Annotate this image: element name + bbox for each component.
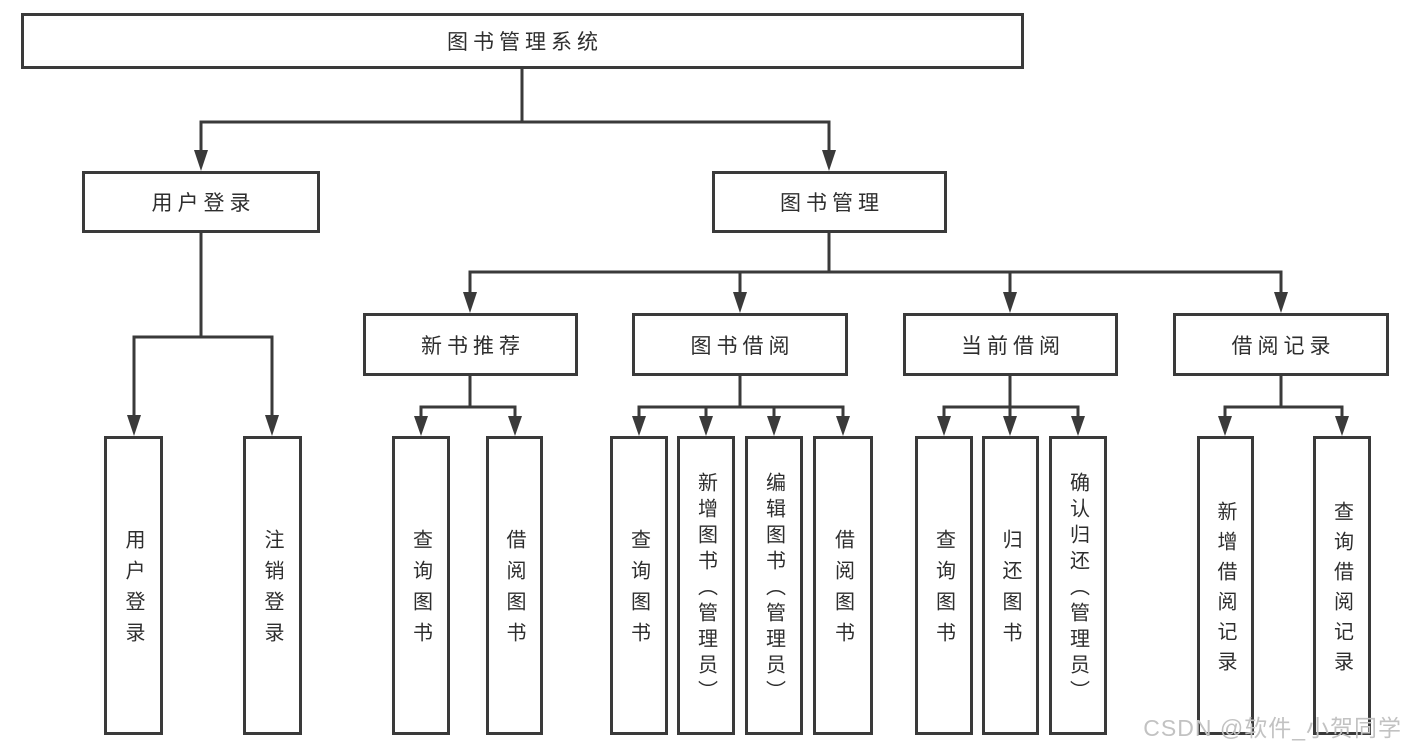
arrowhead [822,150,836,171]
leaf-borrow-books-recommend: 借阅图书 [486,436,543,735]
arrowhead [265,415,279,436]
arrowhead [767,416,781,436]
arrowhead [194,150,208,171]
node-book-borrowing: 图书借阅 [632,313,848,376]
connector-book-management-branch [463,231,1288,313]
arrowhead [1335,416,1349,436]
node-library-management-system: 图书管理系统 [21,13,1024,69]
node-new-book-recommendation: 新书推荐 [363,313,578,376]
node-current-borrowing: 当前借阅 [903,313,1118,376]
arrowhead [937,416,951,436]
leaf-edit-books-admin: 编辑图书（管理员） [745,436,803,735]
leaf-query-books-current: 查询图书 [915,436,973,735]
arrowhead [463,292,477,313]
arrowhead [127,415,141,436]
connector-borrowing-records-branch [1218,374,1349,436]
node-user-login: 用户登录 [82,171,320,233]
connector-current-borrowing-branch [937,374,1085,436]
leaf-confirm-return-admin: 确认归还（管理员） [1049,436,1107,735]
arrowhead [414,416,428,436]
arrowhead [1003,292,1017,313]
connector-line [419,374,517,421]
node-book-management: 图书管理 [712,171,947,233]
csdn-watermark: CSDN @软件_小贺同学 [1143,715,1402,741]
leaf-borrow-books: 借阅图书 [813,436,873,735]
arrowhead [632,416,646,436]
leaf-logout: 注销登录 [243,436,302,735]
connector-line [942,374,1080,421]
arrowhead [699,416,713,436]
connector-line [637,374,845,421]
arrowhead [1071,416,1085,436]
arrowhead [1003,416,1017,436]
leaf-add-books-admin: 新增图书（管理员） [677,436,735,735]
leaf-query-borrow-record: 查询借阅记录 [1313,436,1371,735]
leaf-user-login: 用户登录 [104,436,163,735]
node-borrowing-records: 借阅记录 [1173,313,1389,376]
leaf-return-books: 归还图书 [982,436,1039,735]
connector-line [1223,374,1344,421]
arrowhead [733,292,747,313]
arrowhead [1218,416,1232,436]
arrowhead [508,416,522,436]
connector-line [468,231,1283,297]
connector-root-branch [194,67,836,171]
connector-line [199,67,831,154]
connector-line [132,231,274,419]
leaf-query-books-recommend: 查询图书 [392,436,450,735]
arrowhead [1274,292,1288,313]
connector-book-borrowing-branch [632,374,850,436]
leaf-add-borrow-record: 新增借阅记录 [1197,436,1254,735]
leaf-query-books-borrowing: 查询图书 [610,436,668,735]
arrowhead [836,416,850,436]
connector-new-book-recommendation-branch [414,374,522,436]
connector-user-login-branch [127,231,279,436]
